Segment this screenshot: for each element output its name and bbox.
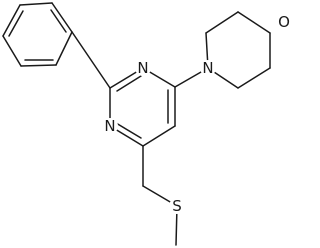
label-O: O	[278, 13, 290, 31]
atom-morpholine-O: O	[276, 13, 290, 31]
bond-ph-double-c	[8, 10, 24, 37]
atom-pyrimidine-N3: N	[135, 59, 151, 77]
label-N-morpholine: N	[202, 59, 213, 77]
structure-svg: O N N N S	[2, 2, 290, 246]
bond-ph-5	[2, 4, 21, 37]
bond-ph-2	[55, 31, 73, 66]
bond-mor-3	[237, 11, 271, 34]
bond-ph-1	[51, 2, 73, 33]
phenyl-ring	[2, 2, 73, 67]
bond-ph-6	[19, 2, 53, 6]
molecule-diagram: O N N N S	[2, 2, 290, 246]
label-N-pyrimidine-3: N	[137, 59, 148, 77]
pyrimidine-ring	[109, 67, 176, 147]
bond-phenyl-pyrimidine	[71, 31, 111, 89]
bond-ph-double-a	[50, 9, 67, 33]
atom-morpholine-N: N	[200, 59, 216, 77]
bond-pyr-c5-c6	[142, 125, 176, 147]
bond-ph-4	[2, 35, 22, 67]
methylthiomethyl-chain	[142, 145, 178, 246]
bond-ph-3	[20, 64, 57, 67]
atom-pyrimidine-N1: N	[102, 117, 118, 135]
morpholine-ring	[205, 11, 271, 89]
bond-pyr-double-a	[116, 75, 142, 92]
bond-mor-5	[237, 67, 271, 89]
label-S: S	[172, 197, 182, 215]
atom-thioether-S: S	[169, 197, 185, 215]
label-N-pyrimidine-1: N	[104, 117, 115, 135]
bond-mor-2	[205, 11, 239, 34]
bond-pyr-double-c	[115, 122, 142, 139]
